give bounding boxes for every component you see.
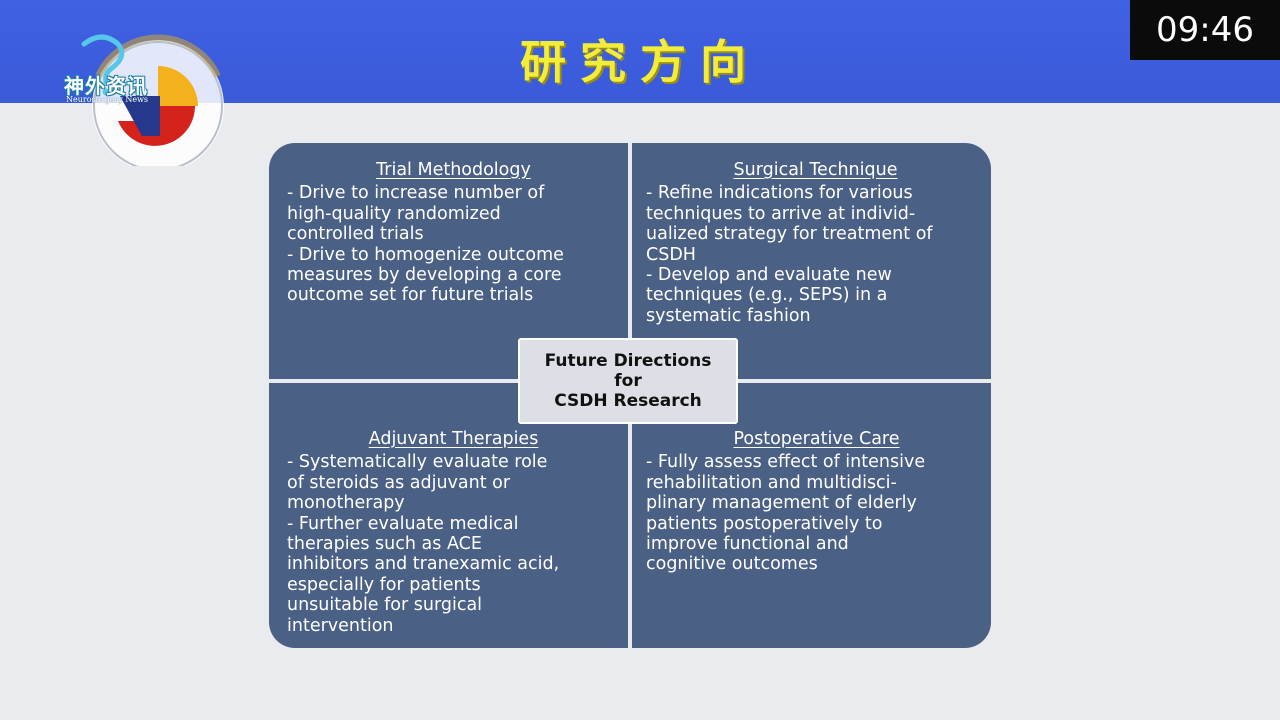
quadrant-line: controlled trials [287,224,424,245]
quadrant-line: intervention [287,615,394,636]
quadrant-heading: Trial Methodology [376,160,531,180]
watermark-subtext: Neurosurgery News [66,95,149,104]
quadrant-heading: Postoperative Care [733,429,900,449]
quadrant-line: CSDH [646,244,696,265]
center-label-box: Future Directions for CSDH Research [518,338,738,424]
quadrant-line: - Drive to homogenize outcome [287,244,564,265]
center-label-line: for [614,371,642,391]
quadrant-heading: Adjuvant Therapies [368,429,539,449]
quadrant-line: plinary management of elderly [646,493,917,514]
quadrant-trial-methodology: Trial Methodology - Drive to increase nu… [269,143,628,379]
quadrant-line: ualized strategy for treatment of [646,224,933,245]
quadrant-heading: Surgical Technique [733,160,898,180]
timer-display: 09:46 [1130,0,1280,60]
quadrant-line: especially for patients [287,574,481,595]
quadrant-line: cognitive outcomes [646,554,818,575]
quadrant-line: therapies such as ACE [287,534,482,555]
quadrant-line: high-quality randomized [287,203,501,224]
quadrant-line: outcome set for future trials [287,285,534,306]
slide-title: 研究方向 [520,35,760,89]
quadrant-line: systematic fashion [646,305,811,326]
research-directions-diagram: Trial Methodology - Drive to increase nu… [269,143,991,648]
quadrant-line: monotherapy [287,493,405,514]
quadrant-line: of steroids as adjuvant or [287,472,511,493]
quadrant-line: - Refine indications for various [646,183,913,204]
quadrant-line: techniques to arrive at individ- [646,203,916,224]
quadrant-adjuvant-therapies: Adjuvant Therapies - Systematically eval… [269,383,628,648]
center-label-line: CSDH Research [554,391,702,411]
quadrant-line: - Fully assess effect of intensive [646,452,926,473]
hospital-logo [58,26,228,172]
quadrant-line: unsuitable for surgical [287,595,483,616]
quadrant-line: rehabilitation and multidisci- [646,472,897,493]
quadrant-line: measures by developing a core [287,265,562,286]
quadrant-line: improve functional and [646,534,849,555]
center-label-line: Future Directions [544,351,712,371]
quadrant-line: inhibitors and tranexamic acid, [287,554,560,575]
hospital-emblem-icon [81,34,224,172]
watermark-text: 神外资讯 [64,74,148,98]
quadrant-line: patients postoperatively to [646,513,883,534]
quadrant-line: techniques (e.g., SEPS) in a [646,285,888,306]
quadrant-line: - Further evaluate medical [287,513,519,534]
quadrant-line: - Systematically evaluate role [287,452,548,473]
quadrant-line: - Develop and evaluate new [646,265,892,286]
quadrant-postoperative-care: Postoperative Care - Fully assess effect… [632,383,991,648]
quadrant-line: - Drive to increase number of [287,183,545,204]
